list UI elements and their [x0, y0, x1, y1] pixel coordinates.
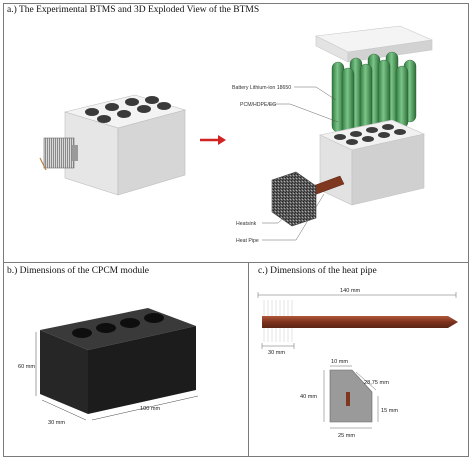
dim-fin-length: 30 mm — [268, 350, 285, 356]
panel-a-title: a.) The Experimental BTMS and 3D Explode… — [7, 5, 260, 15]
dim-slant: 28,75 mm — [364, 380, 389, 386]
dim-heatsink-height: 40 mm — [300, 394, 317, 400]
label-heat-pipe: Heat Pipe — [236, 238, 259, 244]
dim-length: 100 mm — [140, 406, 161, 412]
heat-pipe-drawing: 140 mm 30 mm 10 mm 28,75 mm 40 mm 15 mm … — [257, 288, 458, 439]
dim-base: 25 mm — [338, 433, 355, 439]
dim-height: 60 mm — [18, 364, 35, 370]
dim-depth: 30 mm — [48, 420, 65, 426]
dim-top-width: 10 mm — [331, 359, 348, 365]
panel-divider-vertical — [248, 262, 249, 457]
figure-frame — [3, 3, 469, 457]
cpcm-module: 60 mm 30 mm 100 mm — [18, 308, 199, 426]
heatsink-3d — [271, 171, 317, 227]
heatsink-cross-section — [329, 369, 373, 423]
dim-bottom-side: 15 mm — [381, 408, 398, 414]
dim-pipe-length: 140 mm — [340, 288, 361, 294]
experimental-btms-photo — [39, 94, 187, 196]
panel-c-title: c.) Dimensions of the heat pipe — [258, 266, 377, 276]
label-pcm: PCM/HDPE/EG — [240, 102, 276, 108]
label-battery: Battery Lithium-ion 18650 — [232, 85, 291, 91]
battery-cells — [331, 51, 417, 139]
label-heatsink: Heatsink — [236, 221, 257, 227]
red-arrow-icon — [200, 135, 226, 145]
panel-b-title: b.) Dimensions of the CPCM module — [7, 266, 149, 276]
panel-divider-horizontal — [3, 262, 469, 263]
exploded-view: Battery Lithium-ion 18650 PCM/HDPE/EG He… — [232, 25, 434, 244]
